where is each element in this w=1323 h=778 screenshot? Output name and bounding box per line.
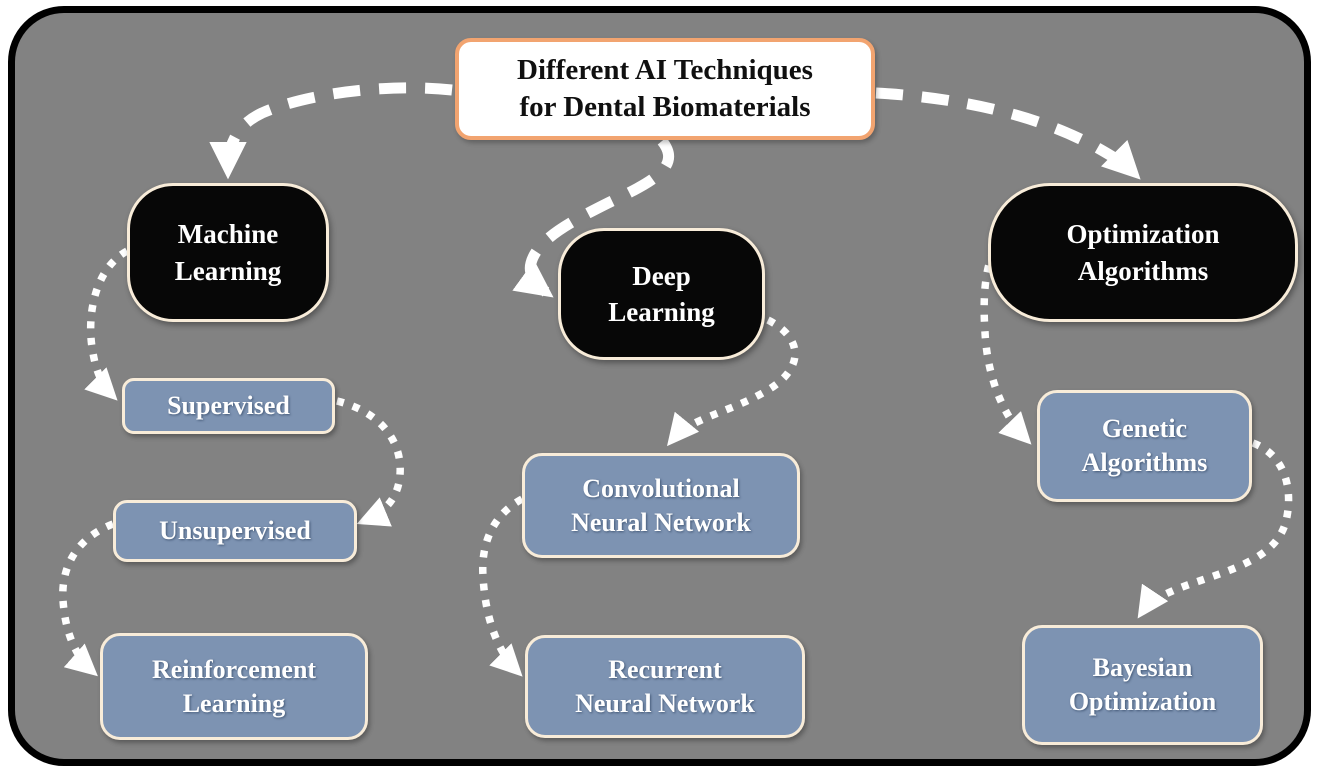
title-box: Different AI Techniques for Dental Bioma…: [455, 38, 875, 140]
node-machine-learning: Machine Learning: [127, 183, 329, 322]
node-unsupervised: Unsupervised: [113, 500, 357, 562]
arrow-title-to-machine-learning: [209, 82, 453, 180]
arrow-oa-to-genetic: [980, 248, 1032, 445]
node-deep-learning-label: Deep Learning: [608, 260, 715, 327]
arrow-cnn-to-rnn: [479, 495, 524, 677]
node-machine-learning-label: Machine Learning: [174, 219, 282, 286]
node-bayesian-optimization-label: Bayesian Optimization: [1068, 653, 1217, 716]
node-optimization-algorithms: Optimization Algorithms: [988, 183, 1298, 322]
node-genetic-algorithms: Genetic Algorithms: [1037, 390, 1252, 502]
title-text: Different AI Techniques for Dental Bioma…: [517, 53, 813, 123]
node-reinforcement-learning-label: Reinforcement Learning: [151, 654, 317, 718]
node-genetic-algorithms-label: Genetic Algorithms: [1081, 414, 1208, 477]
node-supervised-label: Supervised: [167, 391, 290, 421]
arrow-unsupervised-to-reinforcement: [59, 520, 115, 677]
node-deep-learning: Deep Learning: [558, 228, 765, 360]
node-recurrent-neural-network: Recurrent Neural Network: [525, 635, 805, 738]
node-unsupervised-label: Unsupervised: [159, 516, 311, 546]
node-optimization-algorithms-label: Optimization Algorithms: [1066, 219, 1220, 286]
arrow-ml-to-supervised: [84, 247, 129, 401]
node-recurrent-neural-network-label: Recurrent Neural Network: [575, 654, 755, 718]
node-reinforcement-learning: Reinforcement Learning: [100, 633, 368, 740]
node-bayesian-optimization: Bayesian Optimization: [1022, 625, 1263, 745]
arrow-genetic-to-bayesian: [1137, 439, 1293, 619]
node-convolutional-neural-network: Convolutional Neural Network: [522, 453, 800, 558]
node-convolutional-neural-network-label: Convolutional Neural Network: [571, 473, 751, 537]
arrow-title-to-deep-learning: [512, 137, 674, 298]
node-supervised: Supervised: [122, 378, 335, 434]
arrow-title-to-optimization-algorithms: [875, 87, 1141, 180]
